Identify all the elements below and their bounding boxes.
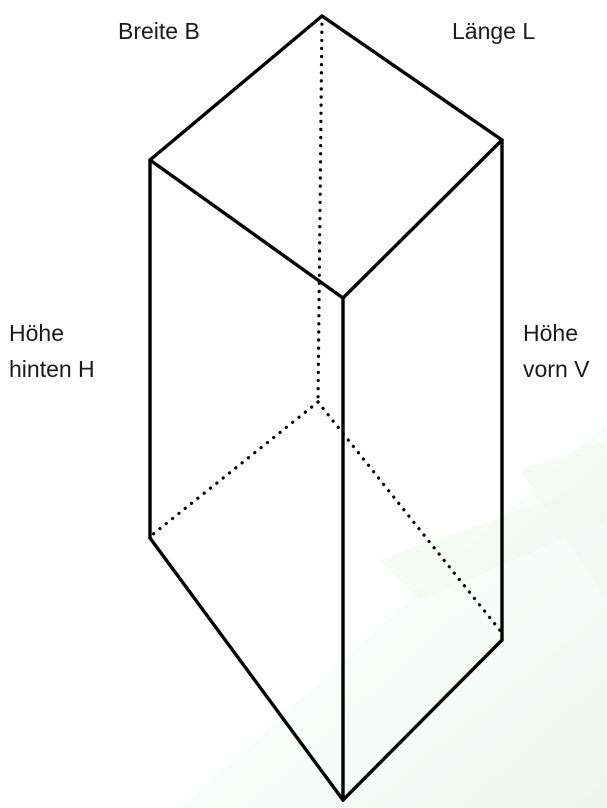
hidden-right-bottom-edge bbox=[316, 400, 504, 635]
hidden-edges bbox=[150, 14, 504, 635]
bottom-right-edge bbox=[341, 638, 504, 802]
hidden-vertical-edge bbox=[316, 14, 324, 404]
label-height-front-line1: Höhe bbox=[523, 320, 578, 346]
label-height-front-line2: vorn V bbox=[523, 356, 590, 382]
visible-edges bbox=[148, 14, 504, 802]
hidden-left-bottom-edge bbox=[150, 400, 320, 537]
background-shading bbox=[180, 420, 607, 808]
bottom-left-edge bbox=[148, 536, 345, 802]
top-face bbox=[148, 14, 504, 300]
label-width: Breite B bbox=[118, 18, 200, 44]
label-length: Länge L bbox=[452, 18, 535, 44]
label-height-back-line2: hinten H bbox=[9, 356, 95, 382]
label-height-back-line1: Höhe bbox=[9, 320, 64, 346]
